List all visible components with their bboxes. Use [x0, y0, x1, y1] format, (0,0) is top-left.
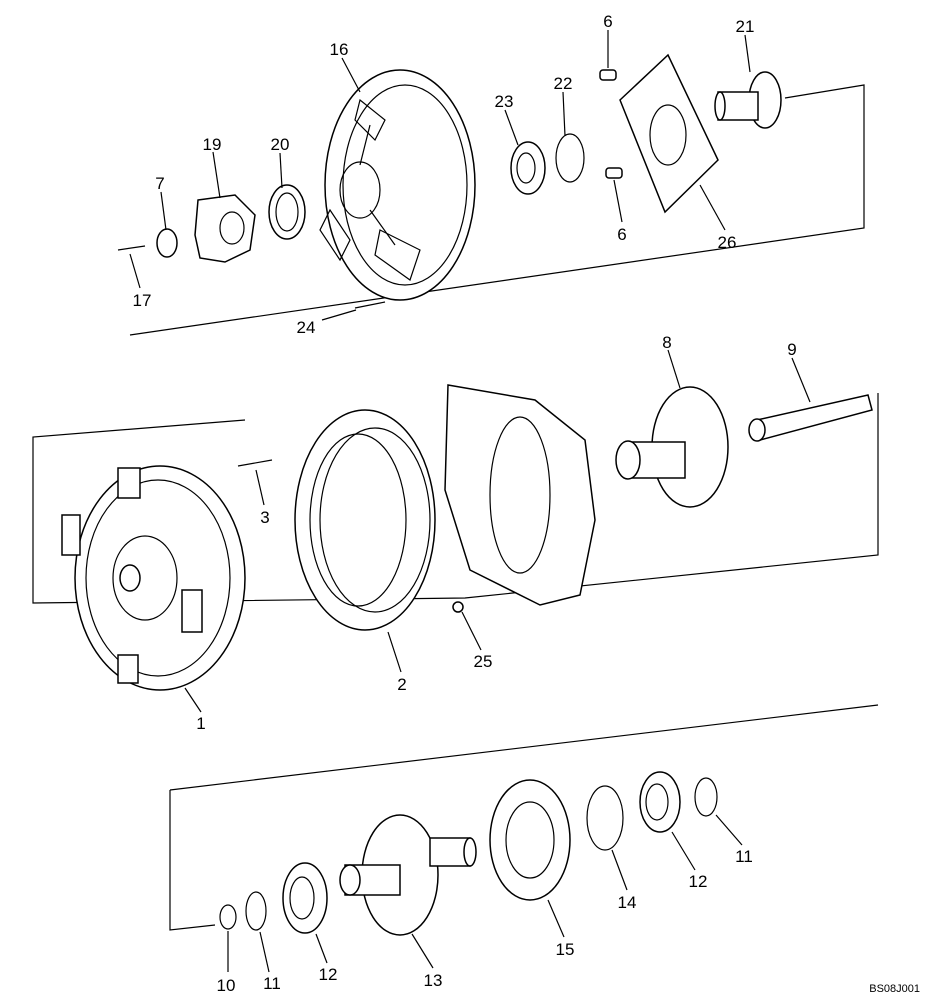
callout-22: 22: [554, 74, 573, 93]
group-outline-middle: [32, 393, 879, 604]
callout-11-right: 11: [735, 847, 753, 866]
group-outline-bottom: [169, 790, 216, 931]
part-2-ring-housing: [294, 409, 436, 631]
callout-3: 3: [260, 508, 269, 527]
callout-24: 24: [297, 318, 316, 337]
part-19-yoke: [194, 194, 256, 263]
part-20-seal: [268, 184, 306, 240]
callout-12-left: 12: [319, 965, 338, 984]
callout-17: 17: [133, 291, 152, 310]
callout-1: 1: [196, 714, 205, 733]
callout-13: 13: [424, 971, 443, 990]
callout-6-top: 6: [603, 12, 612, 31]
part-10-snap-ring: [219, 904, 237, 930]
callout-25: 25: [474, 652, 493, 671]
part-main-plate: [444, 384, 596, 606]
part-7-washer: [156, 228, 178, 258]
figure-code: BS08J001: [869, 983, 920, 995]
part-12-bearing-right: [639, 771, 681, 833]
part-24-bolt: [354, 301, 386, 309]
part-22-snap-ring: [555, 133, 585, 183]
part-6-screw-top: [599, 69, 617, 81]
part-21-flange: [714, 71, 782, 129]
part-11-ring-left: [245, 891, 267, 931]
callout-12-right: 12: [689, 872, 708, 891]
part-8-stator-support: [615, 386, 729, 508]
callout-23: 23: [495, 92, 514, 111]
callout-16: 16: [330, 40, 349, 59]
callout-20: 20: [271, 135, 290, 154]
part-15-gear: [489, 779, 571, 901]
part-1-torque-converter: [61, 465, 246, 691]
part-14-snap-ring: [586, 785, 624, 851]
group-outline-bottom-top: [169, 704, 879, 791]
callout-7: 7: [155, 174, 164, 193]
part-11-ring-right: [694, 777, 718, 817]
callout-14: 14: [618, 893, 637, 912]
callout-11-left: 11: [263, 974, 281, 993]
part-26-plate: [619, 53, 719, 214]
part-23-bearing: [510, 141, 546, 195]
leader-lines: [129, 30, 811, 973]
callout-26: 26: [718, 233, 737, 252]
part-17-bolt: [117, 245, 146, 251]
callout-2: 2: [397, 675, 406, 694]
callout-21: 21: [736, 17, 755, 36]
callout-19: 19: [203, 135, 222, 154]
part-9-shaft: [748, 394, 873, 442]
part-12-bearing-left: [282, 862, 328, 934]
part-25-nut: [452, 601, 464, 613]
callout-9: 9: [787, 340, 796, 359]
part-13-gear-shaft: [339, 814, 477, 936]
part-3-bolt: [237, 459, 273, 467]
callout-10: 10: [217, 976, 236, 995]
part-6-screw-bottom: [605, 167, 623, 179]
callout-8: 8: [662, 333, 671, 352]
callout-6-bottom: 6: [617, 225, 626, 244]
group-outline-top: [129, 84, 865, 336]
callout-15: 15: [556, 940, 575, 959]
part-16-housing: [319, 69, 476, 301]
